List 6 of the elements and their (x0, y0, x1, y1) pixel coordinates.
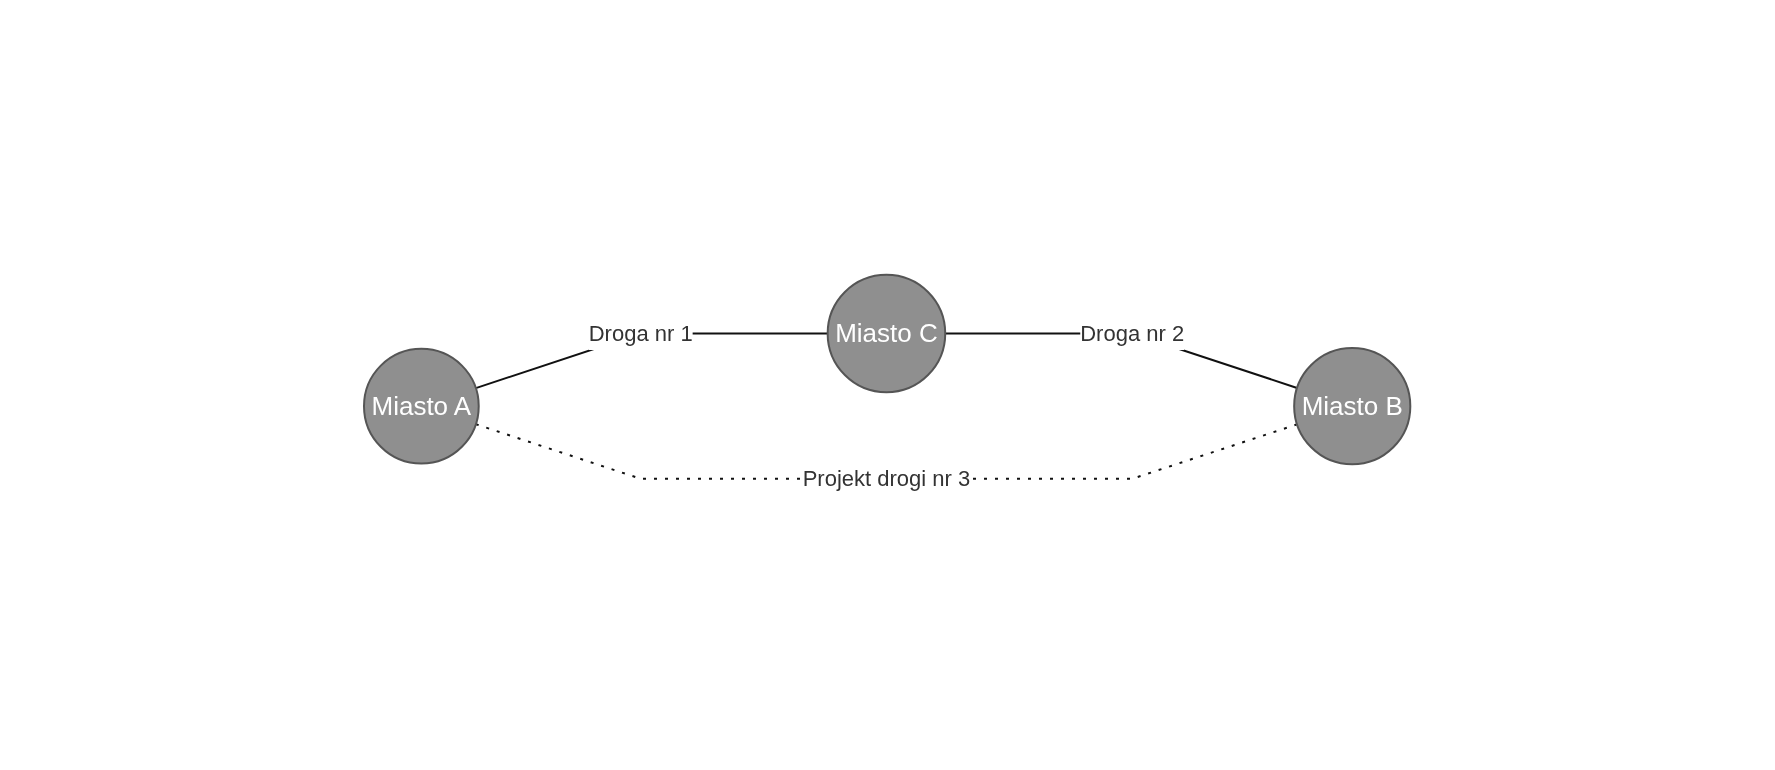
node-circle: Miasto A (363, 347, 481, 465)
edge-label: Droga nr 1 (589, 321, 694, 346)
edge-label: Droga nr 2 (1080, 321, 1185, 346)
node-circle: Miasto B (1293, 347, 1412, 466)
edge-label: Projekt drogi nr 3 (803, 466, 971, 492)
node-circle: Miasto C (827, 273, 947, 394)
